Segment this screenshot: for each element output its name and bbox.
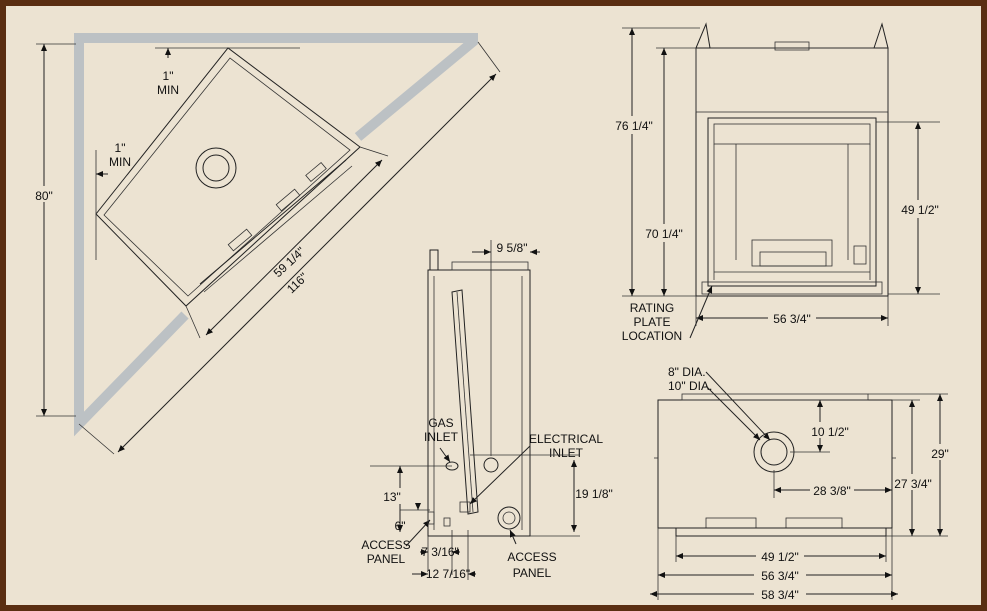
top-flue-inner bbox=[760, 438, 788, 466]
width-49-label: 49 1/2" bbox=[761, 550, 799, 564]
offset-28-label: 28 3/8" bbox=[813, 484, 851, 498]
rating-plate-1: RATING bbox=[630, 301, 674, 315]
flue-offset-label: 9 5/8" bbox=[497, 241, 528, 255]
depth-27-label: 27 3/4" bbox=[894, 477, 932, 491]
gas-inlet-label-1: GAS bbox=[428, 416, 453, 430]
height-19-label: 19 1/8" bbox=[575, 487, 613, 501]
glass-panel bbox=[451, 289, 479, 515]
dimension-drawings: 80" 1" MIN 1" MIN 59 1/4" 116" 9 bbox=[22, 22, 954, 602]
firebox-opening bbox=[707, 117, 877, 287]
dia-10-label: 10" DIA. bbox=[668, 379, 712, 393]
rating-plate-3: LOCATION bbox=[622, 329, 682, 343]
height-80-label: 80" bbox=[35, 189, 53, 203]
access-panel-right-2: PANEL bbox=[513, 566, 552, 580]
corner-wall bbox=[74, 33, 478, 437]
dia-8-label: 8" DIA. bbox=[668, 365, 706, 379]
clearance-top-label: 1" bbox=[163, 69, 174, 83]
height-76-label: 76 1/4" bbox=[615, 119, 653, 133]
height-6-label: 6" bbox=[395, 519, 406, 533]
electrical-inlet-label-2: INLET bbox=[549, 446, 584, 460]
front-body bbox=[695, 47, 889, 297]
clearance-top-min: MIN bbox=[157, 83, 179, 97]
depth-29-label: 29" bbox=[931, 447, 949, 461]
width-56-label: 56 3/4" bbox=[773, 312, 811, 326]
top-flue-outer bbox=[753, 431, 795, 473]
access-panel-left-2: PANEL bbox=[367, 552, 406, 566]
height-13-label: 13" bbox=[383, 490, 401, 504]
log-set bbox=[751, 239, 833, 267]
electrical-inlet-label-1: ELECTRICAL bbox=[529, 432, 603, 446]
access-panel-left-1: ACCESS bbox=[361, 538, 410, 552]
width-12-label: 12 7/16" bbox=[426, 567, 470, 581]
width-7-label: 7 3/16" bbox=[421, 545, 459, 559]
clearance-left-min: MIN bbox=[109, 155, 131, 169]
rating-plate-2: PLATE bbox=[633, 315, 670, 329]
height-49-label: 49 1/2" bbox=[901, 203, 939, 217]
wall-segment bbox=[354, 36, 479, 141]
top-view: 8" DIA. 10" DIA. 10 1/2" 28 3/8" 27 3/4"… bbox=[650, 365, 954, 602]
offset-10-label: 10 1/2" bbox=[811, 425, 849, 439]
flue-inner-circle bbox=[202, 154, 230, 182]
clearance-left-label: 1" bbox=[115, 141, 126, 155]
outer-diagonal-label: 116" bbox=[284, 270, 311, 296]
drawing-sheet: 80" 1" MIN 1" MIN 59 1/4" 116" 9 bbox=[6, 6, 981, 605]
access-panel-right-1: ACCESS bbox=[507, 550, 556, 564]
gas-inlet-label-2: INLET bbox=[424, 430, 459, 444]
width-58-label: 58 3/4" bbox=[761, 588, 799, 602]
width-56-top-label: 56 3/4" bbox=[761, 569, 799, 583]
side-view: 9 5/8" GAS INLET ELECTRICAL INLET 13" 6"… bbox=[361, 240, 613, 581]
top-body bbox=[657, 399, 893, 529]
front-view: 76 1/4" 70 1/4" 49 1/2" 56 3/4" RATING P… bbox=[614, 22, 940, 343]
side-body bbox=[427, 269, 531, 537]
flue-outer-circle bbox=[195, 147, 237, 189]
height-70-label: 70 1/4" bbox=[645, 227, 683, 241]
